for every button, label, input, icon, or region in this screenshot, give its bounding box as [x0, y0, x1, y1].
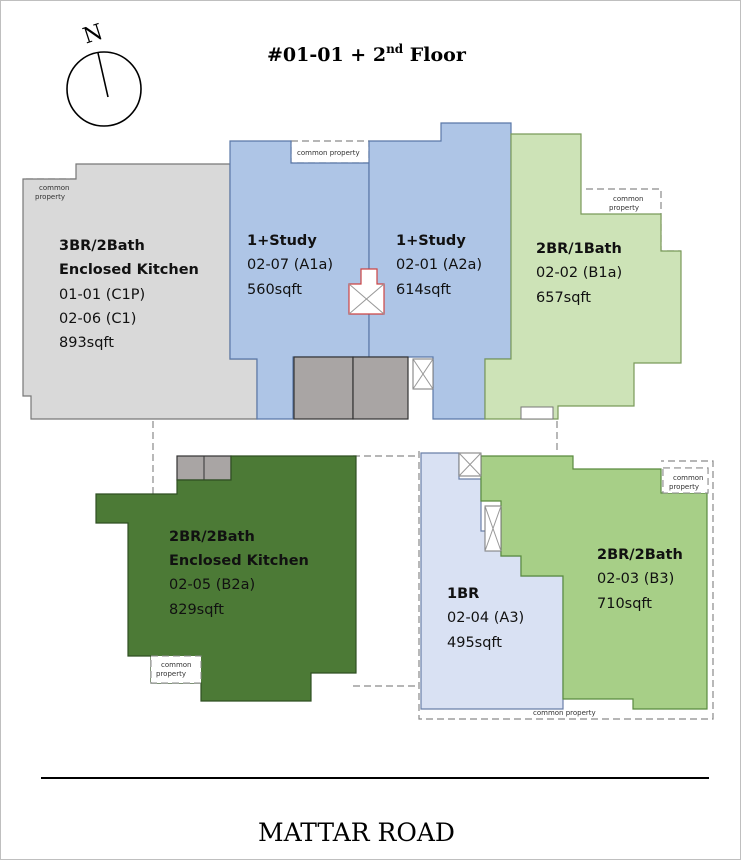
svg-text:Enclosed Kitchen: Enclosed Kitchen: [59, 262, 199, 278]
svg-text:495sqft: 495sqft: [447, 635, 502, 651]
svg-text:614sqft: 614sqft: [396, 282, 451, 298]
lift-core-left: [293, 356, 354, 420]
svg-text:1+Study: 1+Study: [396, 233, 466, 249]
svg-text:710sqft: 710sqft: [597, 596, 652, 612]
road-name: MATTAR ROAD: [258, 818, 455, 847]
unit-b1a-label: 2BR/1Bath 02-02 (B1a) 657sqft: [536, 241, 622, 306]
svg-text:657sqft: 657sqft: [536, 290, 591, 306]
svg-text:property: property: [669, 483, 699, 491]
unit-a3-label: 1BR 02-04 (A3) 495sqft: [447, 586, 524, 651]
svg-text:2BR/1Bath: 2BR/1Bath: [536, 241, 622, 257]
lift-core-right: [352, 356, 409, 420]
svg-text:893sqft: 893sqft: [59, 335, 114, 351]
north-letter: N: [80, 20, 106, 50]
unit-c-label: 3BR/2Bath Enclosed Kitchen 01-01 (C1P) 0…: [59, 238, 199, 351]
svg-text:common property: common property: [297, 149, 360, 157]
svg-text:02-05 (B2a): 02-05 (B2a): [169, 577, 255, 593]
svg-text:property: property: [609, 204, 639, 212]
svg-text:Enclosed Kitchen: Enclosed Kitchen: [169, 553, 309, 569]
north-compass-icon: N: [66, 20, 142, 127]
svg-text:829sqft: 829sqft: [169, 602, 224, 618]
svg-text:common property: common property: [533, 709, 596, 717]
svg-text:2BR/2Bath: 2BR/2Bath: [597, 547, 683, 563]
common-property-labels: common property common property common p…: [35, 149, 704, 717]
svg-text:02-01 (A2a): 02-01 (A2a): [396, 257, 482, 273]
svg-text:02-02 (B1a): 02-02 (B1a): [536, 265, 622, 281]
svg-text:property: property: [156, 670, 186, 678]
unit-a1a-floor: [229, 140, 370, 420]
svg-text:02-06 (C1): 02-06 (C1): [59, 311, 136, 327]
svg-text:1+Study: 1+Study: [247, 233, 317, 249]
svg-text:02-07 (A1a): 02-07 (A1a): [247, 257, 333, 273]
unit-a2a-label: 1+Study 02-01 (A2a) 614sqft: [396, 233, 482, 298]
unit-b2a-label: 2BR/2Bath Enclosed Kitchen 02-05 (B2a) 8…: [169, 529, 309, 618]
svg-text:02-04 (A3): 02-04 (A3): [447, 610, 524, 626]
unit-b3-label: 2BR/2Bath 02-03 (B3) 710sqft: [597, 547, 683, 612]
svg-text:02-03 (B3): 02-03 (B3): [597, 571, 674, 587]
svg-text:property: property: [35, 193, 65, 201]
svg-text:2BR/2Bath: 2BR/2Bath: [169, 529, 255, 545]
svg-text:common: common: [161, 661, 192, 669]
svg-text:01-01 (C1P): 01-01 (C1P): [59, 287, 145, 303]
unit-b1a-floor: [484, 133, 682, 420]
unit-a1a-label: 1+Study 02-07 (A1a) 560sqft: [247, 233, 333, 298]
svg-text:3BR/2Bath: 3BR/2Bath: [59, 238, 145, 254]
svg-text:common: common: [673, 474, 704, 482]
plan-title: #01-01 + 2nd Floor: [267, 42, 467, 66]
svg-text:common: common: [39, 184, 70, 192]
svg-text:common: common: [613, 195, 644, 203]
svg-text:1BR: 1BR: [447, 586, 479, 602]
svg-text:560sqft: 560sqft: [247, 282, 302, 298]
